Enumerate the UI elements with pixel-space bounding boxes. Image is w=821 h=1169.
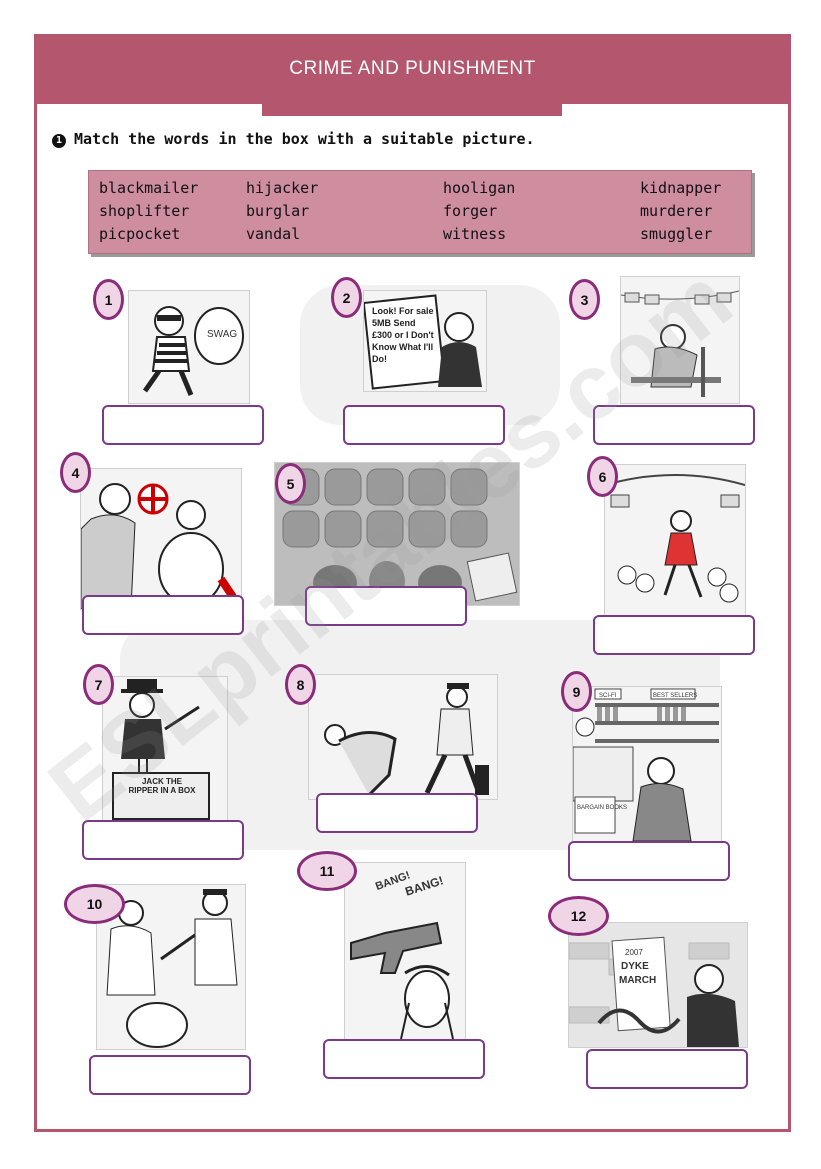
- answer-box-5[interactable]: [305, 586, 467, 626]
- word-box: blackmailer hijacker hooligan kidnapper …: [88, 170, 752, 254]
- word-item: burglar: [246, 202, 310, 220]
- picture-3-forger: [620, 276, 740, 404]
- number-badge: 9: [561, 671, 592, 712]
- box-label: JACK THE RIPPER IN A BOX: [128, 777, 196, 795]
- swag-label: SWAG: [207, 329, 237, 340]
- number-badge: 12: [548, 896, 609, 936]
- word-item: murderer: [640, 202, 713, 220]
- word-item: blackmailer: [99, 179, 199, 197]
- word-item: vandal: [246, 225, 301, 243]
- number-badge: 4: [60, 452, 91, 493]
- poster-word-1: DYKE: [621, 961, 649, 972]
- picture-6-hijacker: [604, 464, 746, 616]
- ransom-note: Look! For sale 5MB Send £300 or I Don't …: [372, 306, 434, 364]
- instruction-text: Match the words in the box with a suitab…: [74, 130, 535, 148]
- bullet-icon: 1: [52, 134, 66, 148]
- picture-4-hooligan: [80, 468, 242, 610]
- picture-11-kidnapper: BANG!BANG!: [344, 862, 466, 1044]
- word-item: forger: [443, 202, 498, 220]
- answer-box-8[interactable]: [316, 793, 478, 833]
- number-badge: 10: [64, 884, 125, 924]
- word-item: smuggler: [640, 225, 713, 243]
- answer-box-1[interactable]: [102, 405, 264, 445]
- word-item: witness: [443, 225, 507, 243]
- picture-9-shoplifter: SCI-FI BEST SELLERS BARGAIN BOOKS: [572, 686, 722, 842]
- header-tab: [262, 100, 562, 116]
- header-banner: [34, 34, 791, 104]
- word-item: kidnapper: [640, 179, 722, 197]
- word-item: hooligan: [443, 179, 516, 197]
- poster-year: 2007: [625, 948, 643, 957]
- picture-2-blackmailer: Look! For sale 5MB Send £300 or I Don't …: [363, 290, 487, 392]
- number-badge: 8: [285, 664, 316, 705]
- sign-scifi: SCI-FI: [599, 693, 617, 699]
- poster-word-2: MARCH: [619, 975, 656, 986]
- picture-1-burglar: SWAG: [128, 290, 250, 404]
- number-badge: 11: [297, 851, 357, 891]
- instruction: 1 Match the words in the box with a suita…: [52, 130, 535, 148]
- answer-box-12[interactable]: [586, 1049, 748, 1089]
- number-badge: 6: [587, 456, 618, 497]
- answer-box-10[interactable]: [89, 1055, 251, 1095]
- picture-5-smuggler: [274, 462, 520, 606]
- answer-box-11[interactable]: [323, 1039, 485, 1079]
- sign-bestsellers: BEST SELLERS: [653, 693, 697, 699]
- answer-box-7[interactable]: [82, 820, 244, 860]
- number-badge: 1: [93, 279, 124, 320]
- sign-bargain: BARGAIN BOOKS: [577, 805, 627, 811]
- word-item: hijacker: [246, 179, 319, 197]
- word-item: shoplifter: [99, 202, 190, 220]
- number-badge: 2: [331, 277, 362, 318]
- number-badge: 3: [569, 279, 600, 320]
- word-item: picpocket: [99, 225, 181, 243]
- picture-7-murderer: JACK THE RIPPER IN A BOX: [102, 676, 228, 822]
- picture-8-picpocket: [308, 674, 498, 800]
- answer-box-9[interactable]: [568, 841, 730, 881]
- number-badge: 7: [83, 664, 114, 705]
- answer-box-2[interactable]: [343, 405, 505, 445]
- answer-box-6[interactable]: [593, 615, 755, 655]
- answer-box-4[interactable]: [82, 595, 244, 635]
- page-title: CRIME AND PUNISHMENT: [289, 58, 536, 79]
- number-badge: 5: [275, 463, 306, 504]
- answer-box-3[interactable]: [593, 405, 755, 445]
